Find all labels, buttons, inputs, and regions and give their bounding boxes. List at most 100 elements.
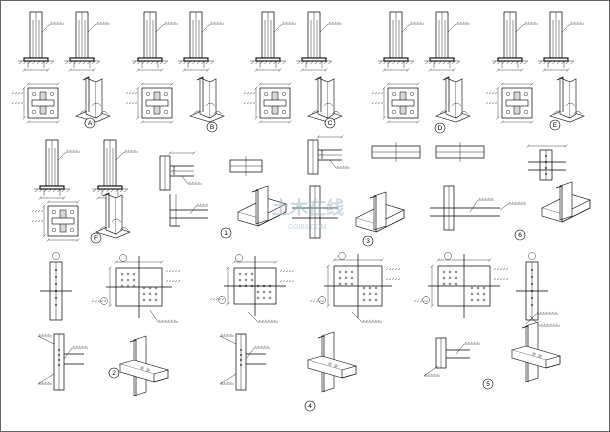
line [386, 82, 390, 86]
path [545, 356, 561, 369]
line [149, 309, 159, 323]
circle [524, 109, 529, 114]
line [318, 300, 322, 303]
line [11, 92, 15, 95]
circle [320, 156, 324, 159]
circle [262, 284, 266, 288]
line [20, 102, 24, 105]
line [279, 280, 283, 283]
circle [54, 303, 58, 307]
line [170, 82, 174, 86]
line [382, 86, 386, 90]
path [375, 210, 405, 233]
line [76, 200, 80, 204]
line [258, 82, 262, 86]
line [377, 92, 381, 95]
circle [320, 150, 324, 153]
line [171, 280, 175, 283]
line [182, 68, 186, 72]
line [413, 300, 417, 303]
line [78, 60, 82, 65]
circle [126, 278, 130, 282]
line [252, 102, 256, 105]
line [165, 280, 169, 283]
line [326, 304, 330, 308]
path [196, 76, 204, 112]
path [445, 77, 457, 119]
line [14, 92, 18, 95]
line [110, 188, 115, 193]
line [140, 120, 144, 124]
line [505, 268, 509, 271]
path [91, 102, 102, 107]
line [124, 188, 128, 193]
detail-marker-3-circle [362, 235, 374, 247]
line [159, 60, 164, 65]
line [34, 210, 38, 213]
line [174, 270, 178, 273]
line [40, 220, 44, 223]
line [538, 60, 543, 65]
line [43, 188, 48, 193]
line [502, 278, 506, 281]
detail-marker-b-circle [206, 121, 218, 133]
plan-detail-mid [309, 252, 401, 323]
line [401, 23, 411, 33]
line [493, 268, 497, 271]
circle [448, 282, 452, 286]
line [530, 82, 534, 86]
line [45, 60, 50, 65]
line [520, 68, 524, 72]
detail-drawings [11, 11, 591, 397]
detail-marker-2-label: 2 [112, 370, 116, 377]
line [469, 199, 479, 213]
line [566, 68, 570, 72]
line [108, 266, 112, 270]
circle [448, 276, 452, 280]
line [128, 102, 132, 105]
circle [148, 292, 152, 296]
path [442, 76, 450, 112]
circle [476, 286, 480, 290]
rect [141, 87, 173, 119]
line [178, 60, 183, 65]
detail-marker-e: E [549, 119, 561, 131]
rect [27, 87, 59, 119]
detail-marker-6: 6 [514, 229, 526, 241]
path [317, 77, 329, 119]
line [388, 278, 392, 281]
circle [50, 91, 55, 96]
line [41, 23, 51, 33]
line [246, 92, 250, 95]
line [451, 60, 456, 65]
circle [256, 284, 260, 288]
line [94, 300, 98, 303]
circle [145, 109, 150, 114]
base-detail-1 [11, 11, 111, 124]
line [17, 92, 21, 95]
circle [338, 270, 342, 274]
line [442, 60, 447, 65]
line [26, 82, 30, 86]
circle [530, 268, 534, 272]
line [61, 188, 66, 193]
detail-marker-5: 5 [482, 378, 494, 390]
rect [145, 99, 169, 107]
detail-marker-c: C [324, 117, 336, 129]
line [168, 280, 172, 283]
line [69, 60, 73, 65]
line [37, 373, 55, 385]
line [215, 298, 219, 301]
circle [239, 363, 243, 367]
circle [350, 282, 354, 286]
line [422, 300, 426, 303]
line [34, 188, 39, 193]
line [125, 92, 129, 95]
path [327, 78, 335, 119]
line [201, 23, 211, 33]
circle [318, 296, 326, 304]
circle [532, 352, 536, 356]
line [526, 144, 530, 148]
line [371, 102, 375, 105]
circle [268, 296, 272, 300]
